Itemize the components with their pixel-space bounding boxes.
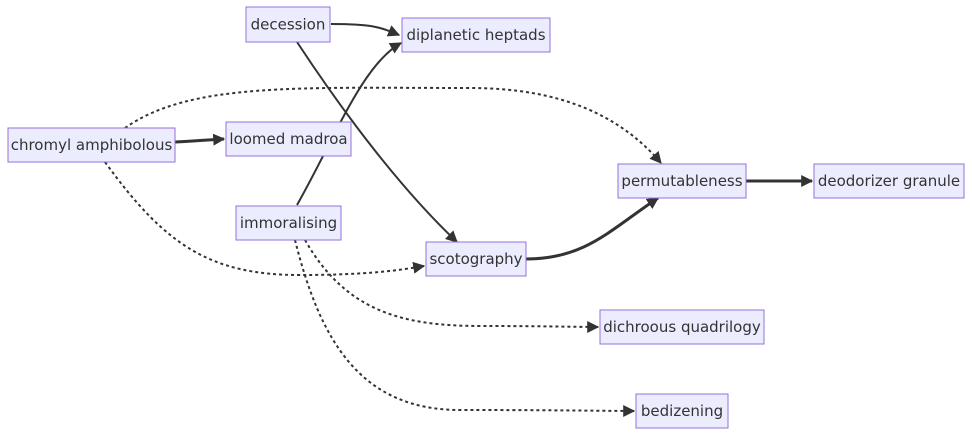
edge-immoralising-to-bedizening	[294, 239, 636, 417]
node-permutableness[interactable]: permutableness	[617, 163, 747, 199]
node-label: immoralising	[240, 214, 337, 232]
node-label: permutableness	[621, 172, 742, 190]
node-label: scotography	[429, 250, 522, 268]
edges	[104, 23, 814, 417]
edge-chromyl-amphibolous-to-scotography	[104, 161, 426, 277]
node-dichroous-quadrilogy[interactable]: dichroous quadrilogy	[599, 309, 765, 345]
node-box	[599, 309, 765, 345]
node-label: decession	[251, 16, 326, 34]
node-label: dichroous quadrilogy	[603, 318, 761, 336]
edge-chromyl-amphibolous-to-loomed-madroa	[174, 133, 226, 146]
node-label: diplanetic heptads	[406, 26, 545, 44]
node-label: bedizening	[641, 402, 723, 420]
edge-decession-to-scotography	[296, 41, 458, 243]
node-box	[401, 17, 551, 53]
node-immoralising[interactable]: immoralising	[235, 205, 342, 241]
node-box	[7, 127, 176, 163]
node-box	[235, 205, 342, 241]
node-label: chromyl amphibolous	[11, 136, 173, 154]
node-decession[interactable]: decession	[245, 6, 331, 43]
node-label: deodorizer granule	[818, 172, 960, 190]
node-box	[617, 163, 747, 199]
node-deodorizer-granule[interactable]: deodorizer granule	[813, 163, 965, 199]
node-loomed-madroa[interactable]: loomed madroa	[225, 121, 352, 157]
edge-immoralising-to-diplanetic-heptads	[296, 42, 403, 206]
edge-scotography-to-permutableness	[525, 196, 659, 261]
node-box	[245, 6, 331, 43]
node-label: loomed madroa	[229, 130, 347, 148]
edge-decession-to-diplanetic-heptads	[330, 23, 401, 37]
node-chromyl-amphibolous[interactable]: chromyl amphibolous	[7, 127, 176, 163]
node-box	[635, 393, 729, 429]
edge-chromyl-amphibolous-to-permutableness	[124, 86, 662, 164]
node-box	[225, 121, 352, 157]
node-bedizening[interactable]: bedizening	[635, 393, 729, 429]
node-diplanetic-heptads[interactable]: diplanetic heptads	[401, 17, 551, 53]
node-box	[425, 241, 527, 277]
node-scotography[interactable]: scotography	[425, 241, 527, 277]
node-box	[813, 163, 965, 199]
